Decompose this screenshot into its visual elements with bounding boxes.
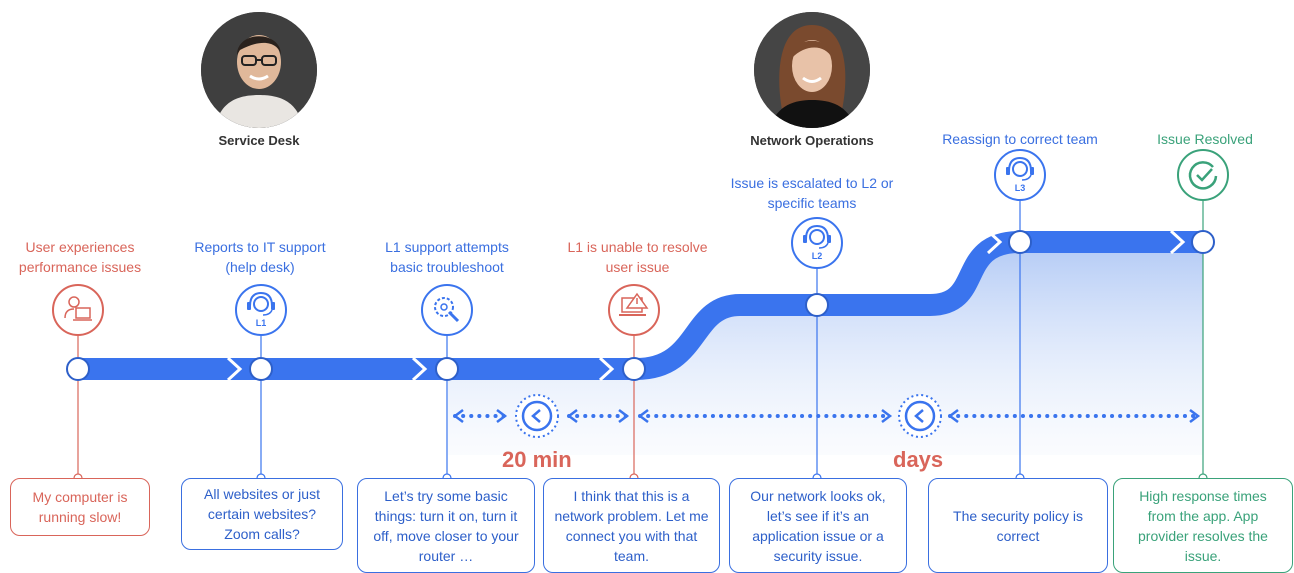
service-desk-label: Service Desk [218, 133, 300, 148]
timeline-node-6 [1008, 230, 1032, 254]
headset-agent-l2-icon: L2 [791, 217, 843, 269]
step-7-card: High response times from the app. App pr… [1113, 478, 1293, 573]
headset-agent-l3-icon: L3 [994, 149, 1046, 201]
wrench-gear-icon [421, 284, 473, 336]
step-6-card: The security policy is correct [928, 478, 1108, 573]
timeline-node-3 [435, 357, 459, 381]
network-operations-label: Network Operations [750, 133, 874, 148]
network-operations-avatar [754, 12, 870, 128]
timeline-nodes [66, 230, 1215, 381]
svg-text:L3: L3 [1015, 183, 1026, 193]
escalation-shaded-area [448, 242, 1203, 455]
timeline-node-2 [249, 357, 273, 381]
headset-agent-l1-icon: L1 [235, 284, 287, 336]
timeline-node-5 [805, 293, 829, 317]
timeline-node-1 [66, 357, 90, 381]
svg-text:L1: L1 [256, 318, 267, 328]
step-1-card: My computer is running slow! [10, 478, 150, 536]
svg-text:L2: L2 [812, 251, 823, 261]
duration-markers [452, 394, 1201, 438]
step-4-card: I think that this is a network problem. … [543, 478, 720, 573]
service-desk-avatar [201, 12, 317, 128]
clock-icon [515, 394, 559, 438]
duration-days: days [893, 447, 944, 472]
timeline-arrow [78, 231, 1203, 380]
step-6-label: Reassign to correct team [942, 131, 1098, 147]
timeline-node-4 [622, 357, 646, 381]
step-1-label: User experiences performance issues [18, 239, 142, 275]
duration-20-min: 20 min [502, 447, 572, 472]
step-5-card: Our network looks ok, let’s see if it’s … [729, 478, 907, 573]
check-circle-icon [1177, 149, 1229, 201]
step-3-card: Let’s try some basic things: turn it on,… [357, 478, 535, 573]
clock-icon [898, 394, 942, 438]
step-icons: L1 L2 L3 [52, 149, 1229, 336]
step-7-label: Issue Resolved [1157, 131, 1253, 147]
timeline-chevrons [226, 229, 1186, 382]
user-laptop-warning-icon [52, 284, 104, 336]
step-2-card: All websites or just certain websites? Z… [181, 478, 343, 550]
step-4-label: L1 is unable to resolve user issue [567, 239, 708, 275]
step-5-label: Issue is escalated to L2 or specific tea… [730, 175, 894, 211]
timeline-node-7 [1191, 230, 1215, 254]
laptop-warning-icon [608, 284, 660, 336]
step-3-label: L1 support attempts basic troubleshoot [385, 239, 509, 275]
step-2-label: Reports to IT support (help desk) [194, 239, 326, 275]
